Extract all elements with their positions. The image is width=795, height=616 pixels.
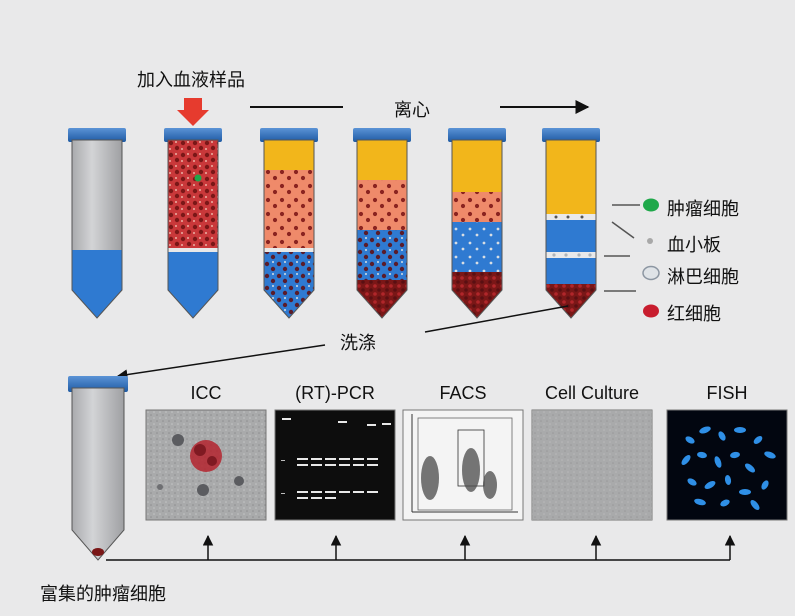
platelet-icon bbox=[647, 238, 653, 244]
enriched-tumor-cells-label: 富集的肿瘤细胞 bbox=[40, 584, 166, 605]
wash-label: 洗涤 bbox=[340, 333, 376, 354]
tube-cap bbox=[260, 128, 318, 142]
icc-image bbox=[145, 409, 267, 521]
wash-arrow-line bbox=[424, 305, 569, 333]
red-down-arrow-icon bbox=[177, 98, 209, 126]
legend-label-tumor-cell: 肿瘤细胞 bbox=[667, 199, 739, 220]
tube-cap bbox=[542, 128, 600, 142]
tube-4-centrifuge bbox=[353, 128, 411, 319]
method-label-fish: FISH bbox=[706, 383, 748, 403]
tumor-cell-marker bbox=[194, 174, 202, 182]
enriched-tube bbox=[68, 376, 128, 561]
tube-5-centrifuge bbox=[448, 128, 506, 319]
tube-2-blood bbox=[164, 128, 222, 319]
lymphocyte-icon bbox=[642, 265, 660, 281]
legend-label-platelet: 血小板 bbox=[667, 235, 721, 256]
centrifuge-label: 离心 bbox=[394, 100, 430, 121]
tube-cap bbox=[353, 128, 411, 142]
analysis-connectors bbox=[106, 534, 736, 561]
method-label-pcr: (RT)-PCR bbox=[295, 383, 375, 403]
wash-arrow bbox=[116, 344, 326, 380]
legend-connector bbox=[611, 221, 635, 239]
method-label-facs: FACS bbox=[439, 383, 487, 403]
tube-3-centrifuge bbox=[260, 128, 318, 319]
tube-cap bbox=[448, 128, 506, 142]
pcr-gel-image bbox=[274, 409, 396, 521]
red-blood-cell-icon bbox=[643, 304, 659, 318]
cell-culture-image bbox=[531, 409, 653, 521]
legend-label-red-blood-cell: 红细胞 bbox=[667, 304, 721, 325]
method-label-cell-culture: Cell Culture bbox=[544, 383, 640, 403]
tumor-cell-icon bbox=[643, 198, 659, 212]
legend-label-lymphocyte: 淋巴细胞 bbox=[667, 267, 739, 288]
tube-1-empty bbox=[68, 128, 126, 319]
tube-cap bbox=[164, 128, 222, 142]
tube-6-separated bbox=[542, 128, 600, 319]
facs-plot-image bbox=[402, 409, 524, 521]
fish-image bbox=[666, 409, 788, 521]
tube-cap bbox=[68, 128, 126, 142]
method-label-icc: ICC bbox=[190, 383, 222, 403]
add-blood-label: 加入血液样品 bbox=[137, 70, 245, 91]
